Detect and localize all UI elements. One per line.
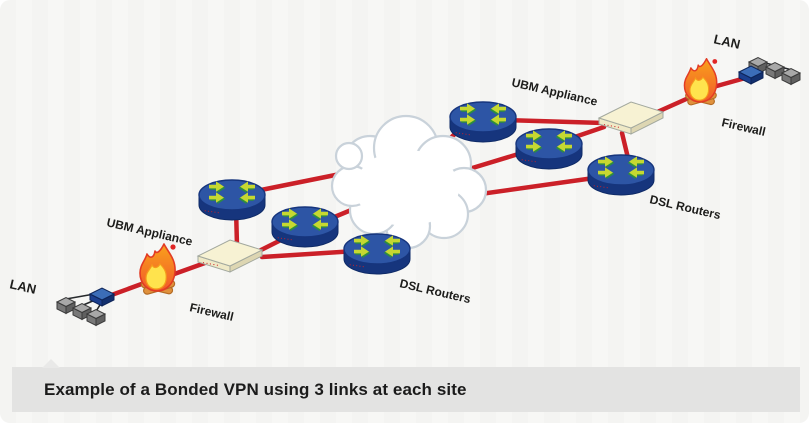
- vpn-link-line: [502, 117, 607, 126]
- lan-workstation-icon: [781, 68, 801, 85]
- label-firewall-right: Firewall: [720, 115, 767, 139]
- vpn-link-line: [619, 130, 631, 161]
- dsl-router-icon: [588, 155, 654, 195]
- lan-left: [56, 287, 115, 326]
- dsl-router-icon: [344, 234, 410, 274]
- dsl-router-icon: [450, 102, 516, 142]
- lan-right: [738, 57, 801, 85]
- lan-switch-icon: [89, 287, 115, 307]
- label-lan-left: LAN: [8, 276, 37, 297]
- ubm-appliance-icon: [598, 101, 664, 135]
- vpn-link-line: [259, 248, 359, 260]
- caption-text: Example of a Bonded VPN using 3 links at…: [44, 379, 467, 399]
- flame-firewall-icon: [683, 57, 718, 107]
- internet-cloud-icon: [330, 114, 488, 250]
- label-lan-right: LAN: [712, 31, 741, 52]
- dsl-router-icon: [272, 207, 338, 247]
- lan-workstation-icon: [56, 297, 76, 314]
- label-ubm-appliance-right: UBM Appliance: [510, 75, 599, 108]
- label-firewall-left: Firewall: [188, 300, 235, 324]
- label-ubm-appliance-left: UBM Appliance: [105, 215, 194, 248]
- label-dsl-routers-left: DSL Routers: [398, 276, 472, 306]
- label-dsl-routers-right: DSL Routers: [648, 192, 722, 222]
- dsl-router-icon: [199, 180, 265, 220]
- caption-bar: Example of a Bonded VPN using 3 links at…: [12, 359, 800, 412]
- ubm-appliance-icon: [197, 239, 263, 273]
- caption-pointer-icon: [42, 359, 60, 368]
- lan-workstation-icon: [765, 62, 785, 79]
- dsl-router-icon: [516, 129, 582, 169]
- flame-firewall-icon: [139, 243, 177, 296]
